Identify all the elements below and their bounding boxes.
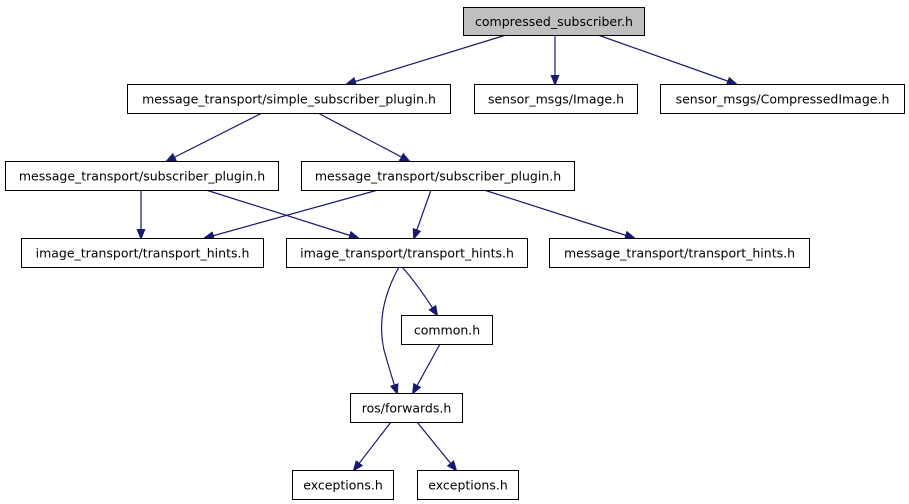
- node-n10[interactable]: ros/forwards.h: [350, 393, 463, 423]
- edges-layer: [141, 34, 736, 470]
- node-box[interactable]: [660, 84, 905, 114]
- node-label: message_transport/subscriber_plugin.h: [19, 169, 265, 184]
- edge-n4-n7: [205, 189, 358, 238]
- node-n7[interactable]: image_transport/transport_hints.h: [286, 238, 528, 268]
- node-box[interactable]: [474, 84, 638, 114]
- node-box[interactable]: [127, 84, 451, 114]
- node-label: common.h: [414, 323, 480, 338]
- node-n3[interactable]: sensor_msgs/CompressedImage.h: [660, 84, 905, 114]
- edge-n7-n9: [401, 266, 437, 315]
- edge-n9-n10: [413, 343, 441, 393]
- node-n0[interactable]: compressed_subscriber.h: [463, 7, 645, 36]
- node-box[interactable]: [350, 393, 463, 423]
- node-box[interactable]: [5, 161, 279, 191]
- node-n1[interactable]: message_transport/simple_subscriber_plug…: [127, 84, 451, 114]
- node-label: exceptions.h: [428, 478, 508, 493]
- edge-n0-n1: [347, 34, 507, 84]
- node-n11[interactable]: exceptions.h: [292, 470, 394, 500]
- node-label: image_transport/transport_hints.h: [300, 246, 514, 261]
- node-n9[interactable]: common.h: [401, 315, 493, 345]
- node-label: ros/forwards.h: [362, 401, 452, 416]
- node-box[interactable]: [549, 238, 810, 268]
- edge-n5-n7: [414, 189, 432, 238]
- node-box[interactable]: [401, 315, 493, 345]
- node-label: message_transport/simple_subscriber_plug…: [142, 92, 436, 107]
- node-label: sensor_msgs/Image.h: [488, 92, 624, 107]
- node-n2[interactable]: sensor_msgs/Image.h: [474, 84, 638, 114]
- node-label: exceptions.h: [303, 478, 383, 493]
- node-box[interactable]: [463, 7, 645, 36]
- node-label: message_transport/subscriber_plugin.h: [315, 169, 561, 184]
- edge-n1-n5: [317, 112, 409, 161]
- edge-n10-n11: [354, 421, 392, 470]
- node-label: image_transport/transport_hints.h: [36, 246, 250, 261]
- node-n5[interactable]: message_transport/subscriber_plugin.h: [301, 161, 575, 191]
- edge-n5-n8: [483, 189, 634, 238]
- edge-n1-n4: [167, 112, 263, 161]
- node-box[interactable]: [417, 470, 519, 500]
- node-box[interactable]: [301, 161, 575, 191]
- node-label: sensor_msgs/CompressedImage.h: [676, 92, 890, 107]
- node-box[interactable]: [21, 238, 264, 268]
- node-label: compressed_subscriber.h: [475, 14, 633, 29]
- edge-n5-n6: [205, 189, 379, 238]
- edge-n10-n12: [416, 421, 456, 470]
- node-n4[interactable]: message_transport/subscriber_plugin.h: [5, 161, 279, 191]
- node-n6[interactable]: image_transport/transport_hints.h: [21, 238, 264, 268]
- edge-n0-n3: [597, 34, 736, 84]
- node-n12[interactable]: exceptions.h: [417, 470, 519, 500]
- node-box[interactable]: [286, 238, 528, 268]
- node-n8[interactable]: message_transport/transport_hints.h: [549, 238, 810, 268]
- node-box[interactable]: [292, 470, 394, 500]
- nodes-layer: compressed_subscriber.h message_transport…: [5, 7, 905, 500]
- edge-n7-n10: [380, 266, 400, 393]
- node-label: message_transport/transport_hints.h: [564, 246, 795, 261]
